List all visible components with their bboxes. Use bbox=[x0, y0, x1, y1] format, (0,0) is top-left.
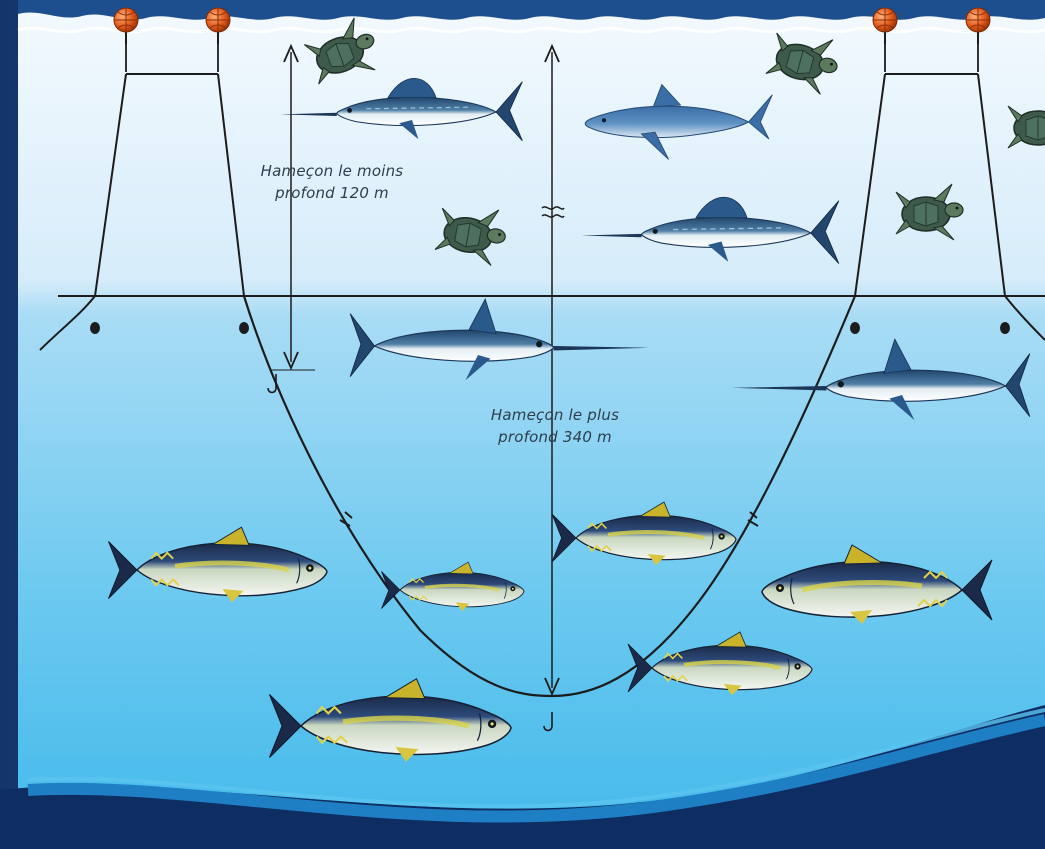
deepest-hook-label: Hameçon le plus profond 340 m bbox=[455, 404, 655, 448]
shallowest-hook-label: Hameçon le moins profond 120 m bbox=[232, 160, 432, 204]
deepest-hook-label-line2: profond 340 m bbox=[455, 426, 655, 448]
deepest-hook-label-line1: Hameçon le plus bbox=[455, 404, 655, 426]
shallowest-hook-label-line2: profond 120 m bbox=[232, 182, 432, 204]
shallowest-hook-label-line1: Hameçon le moins bbox=[232, 160, 432, 182]
